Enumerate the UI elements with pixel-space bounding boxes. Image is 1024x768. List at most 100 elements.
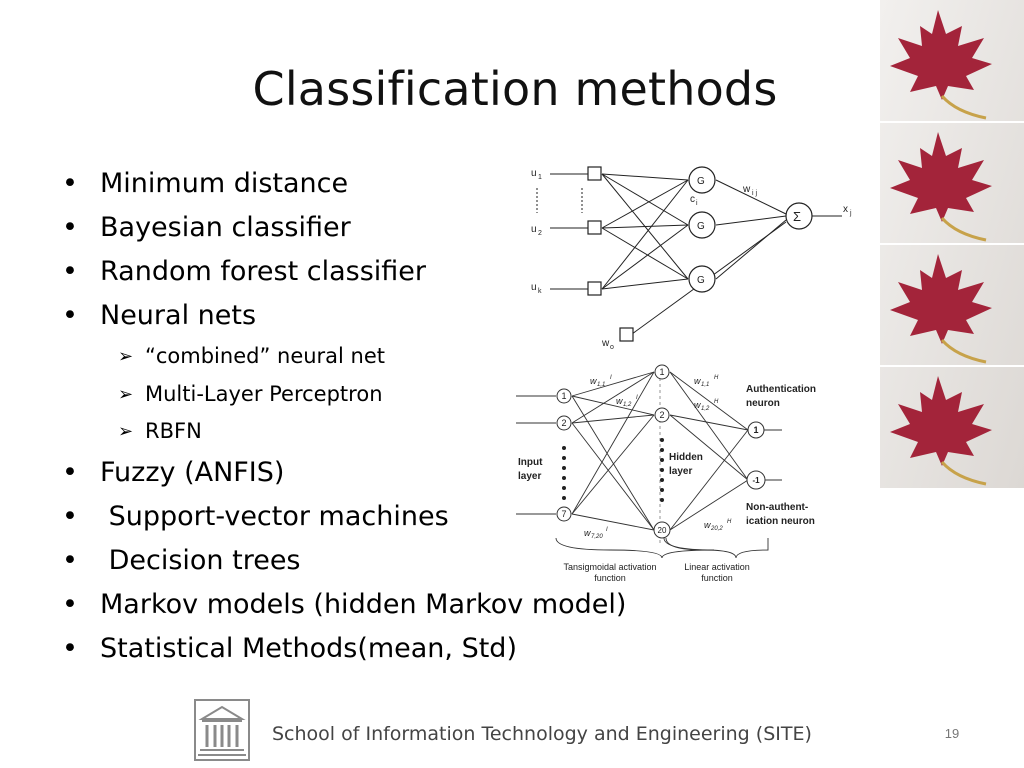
bullet-list: •Minimum distance •Bayesian classifier •… xyxy=(60,162,720,671)
rbf-output-label: x xyxy=(843,204,848,215)
maple-leaves-decoration xyxy=(880,0,1024,488)
rbf-input-label: u xyxy=(531,168,537,179)
mlp-weight-sub: 20,2 xyxy=(710,526,723,532)
bullet-text: Minimum distance xyxy=(100,168,349,199)
mlp-weight-sub: 1,1 xyxy=(701,382,709,388)
mlp-weight-label: w xyxy=(584,528,591,538)
sub-bullet-item: ➢ Multi-Layer Perceptron xyxy=(60,376,720,414)
rbf-input-nodes xyxy=(587,166,634,342)
mlp-weight-sub: 1,2 xyxy=(623,402,632,408)
mlp-hidden-layer-label: Hidden xyxy=(669,452,703,463)
bullet-dot: • xyxy=(62,544,78,576)
mlp-weight-label: w xyxy=(694,400,701,410)
mlp-weight-sub: 1,1 xyxy=(597,382,605,388)
mlp-weight-sup: I xyxy=(610,375,612,381)
mlp-hidden-layer-label: layer xyxy=(669,466,692,477)
auth-neuron-label: neuron xyxy=(746,398,780,409)
bullet-text: Fuzzy (ANFIS) xyxy=(100,456,285,488)
rbf-weight-label: w xyxy=(742,184,751,195)
bullet-dot: • xyxy=(62,588,78,620)
nonauth-neuron-label: ication neuron xyxy=(746,516,815,527)
bullet-item: • Statistical Methods(mean, Std) xyxy=(60,627,720,671)
sub-bullet-item: ➢RBFN xyxy=(60,413,720,451)
mlp-input-node-label: 1 xyxy=(561,391,566,401)
rbf-weight-subscript: i j xyxy=(752,190,758,197)
mlp-input-node-label: 2 xyxy=(561,418,566,428)
bullet-text: Statistical Methods(mean, Std) xyxy=(100,632,517,664)
mlp-output-node-label: -1 xyxy=(752,476,760,485)
bullet-item: • Fuzzy (ANFIS) xyxy=(60,451,720,495)
sub-bullet-arrow-icon: ➢ xyxy=(118,383,134,405)
activation-label: Linear activation xyxy=(684,562,750,572)
mlp-hidden-node-label: 20 xyxy=(658,526,667,535)
bullet-text: Neural nets xyxy=(100,300,257,331)
mlp-weight-label: w xyxy=(616,396,623,406)
bullet-item: • Markov models (hidden Markov model) xyxy=(60,583,720,627)
sub-bullet-text: “combined” neural net xyxy=(145,344,386,368)
mlp-hidden-node-label: 1 xyxy=(659,367,664,377)
rbf-output-subscript: j xyxy=(849,210,852,217)
bullet-item: • Support-vector machines xyxy=(60,495,720,539)
rbf-bias-subscript: o xyxy=(610,344,614,351)
bullet-text: Bayesian classifier xyxy=(100,212,351,243)
mlp-weight-label: w xyxy=(590,376,597,386)
bullet-item: •Minimum distance xyxy=(60,162,720,206)
bullet-text: Support-vector machines xyxy=(100,500,449,532)
rbf-input-label: u xyxy=(531,224,537,235)
bullet-dot: • xyxy=(62,212,78,243)
rbf-center-label: c xyxy=(690,194,695,205)
bullet-text: Random forest classifier xyxy=(100,256,426,287)
mlp-hidden-node-label: 2 xyxy=(659,410,664,420)
rbf-input-subscript: k xyxy=(538,288,542,295)
mlp-weight-sup: H xyxy=(727,519,732,525)
rbf-input-subscript: 2 xyxy=(538,230,542,237)
university-logo-icon xyxy=(194,699,250,761)
bullet-text: Decision trees xyxy=(100,544,301,576)
activation-label: Tansigmoidal activation xyxy=(563,562,656,572)
bullet-item: • Neural nets xyxy=(60,294,720,338)
mlp-edges xyxy=(516,366,782,559)
mlp-input-node-label: 7 xyxy=(561,509,566,519)
mlp-input-layer-label: layer xyxy=(518,471,541,482)
bullet-text: Markov models (hidden Markov model) xyxy=(100,588,627,620)
activation-label: function xyxy=(701,573,733,583)
rbf-hidden-label: G xyxy=(697,275,705,286)
rbf-network-diagram: u 1 u 2 u k w o G G G c i w i j Σ x j xyxy=(531,166,852,351)
rbf-bias-label: w xyxy=(601,338,610,349)
bullet-dot: • xyxy=(62,500,78,532)
nonauth-neuron-label: Non-authent- xyxy=(746,502,808,513)
bullet-dot: • xyxy=(62,632,78,664)
sub-bullet-text: RBFN xyxy=(145,419,202,443)
mlp-dots xyxy=(562,438,664,502)
bullet-item: • Random forest classifier xyxy=(60,250,720,294)
activation-label: function xyxy=(594,573,626,583)
rbf-hidden-label: G xyxy=(697,176,705,187)
rbf-input-label: u xyxy=(531,282,537,293)
page-number: 19 xyxy=(944,726,960,741)
rbf-hidden-label: G xyxy=(697,221,705,232)
bullet-dot: • xyxy=(62,456,78,488)
bullet-item: • Decision trees xyxy=(60,539,720,583)
mlp-weight-sub: 7,20 xyxy=(591,534,603,540)
mlp-weight-sup: H xyxy=(714,375,719,381)
mlp-weight-label: w xyxy=(694,376,701,386)
mlp-weight-sup: H xyxy=(714,399,719,405)
sub-bullet-item: ➢ “combined” neural net xyxy=(60,338,720,376)
rbf-edges xyxy=(536,173,842,335)
rbf-input-subscript: 1 xyxy=(538,174,542,181)
bullet-item: • Bayesian classifier xyxy=(60,206,720,250)
mlp-weight-sup: I xyxy=(606,527,608,533)
rbf-hidden-nodes xyxy=(688,166,813,293)
auth-neuron-label: Authentication xyxy=(746,384,816,395)
slide-title: Classification methods xyxy=(252,62,778,116)
mlp-weight-label: w xyxy=(704,520,711,530)
bullet-dot: • xyxy=(62,300,78,331)
mlp-nodes xyxy=(556,364,766,539)
sub-bullet-text: Multi-Layer Perceptron xyxy=(145,381,383,406)
sub-bullet-arrow-icon: ➢ xyxy=(118,346,134,367)
rbf-center-subscript: i xyxy=(696,200,698,207)
mlp-output-node-label: 1 xyxy=(753,425,758,435)
bullet-dot: • xyxy=(62,256,78,287)
mlp-weight-sub: 1,2 xyxy=(701,406,710,412)
